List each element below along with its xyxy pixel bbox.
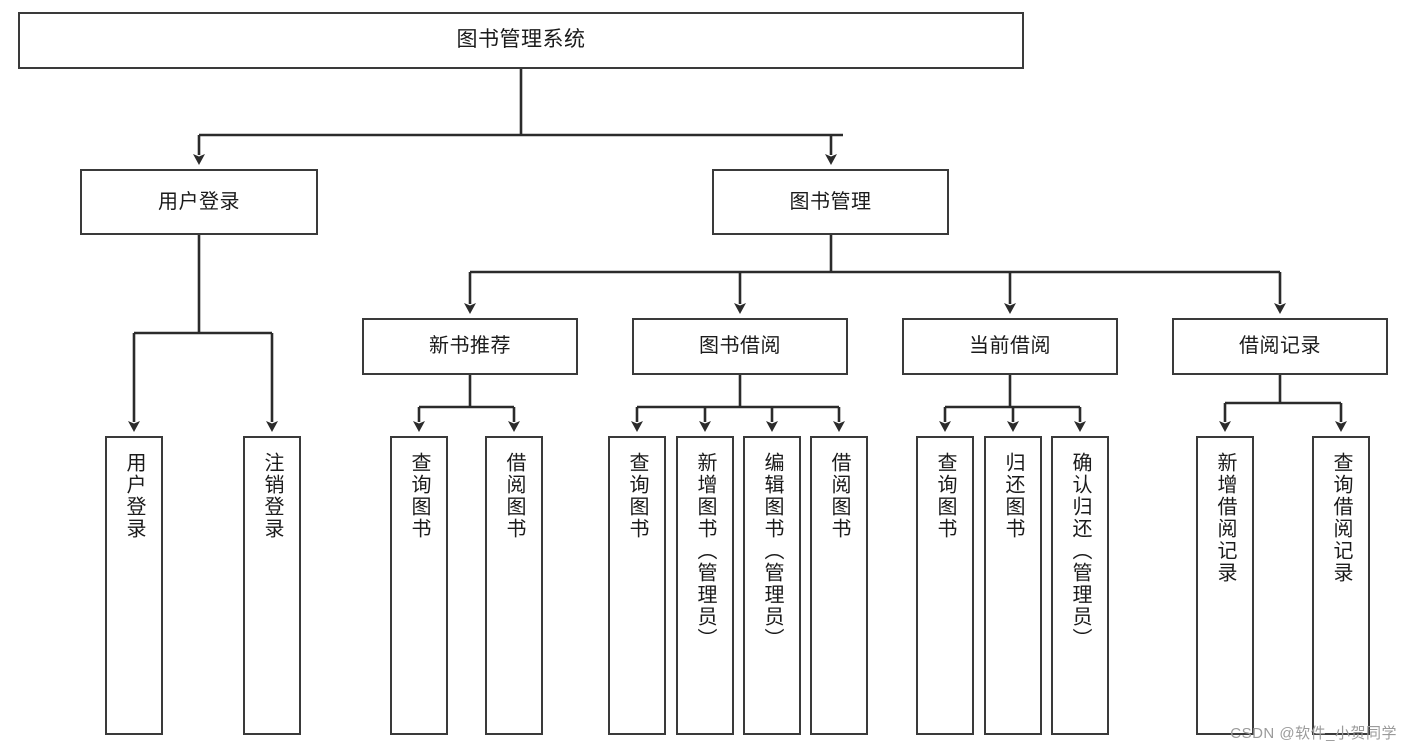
leaf-borrow-add-book-label: 新增图书（管理员）: [694, 452, 716, 650]
leaf-record-add-record-label: 新增借阅记录: [1214, 452, 1236, 584]
leaf-user-login[interactable]: 用户登录: [105, 436, 163, 735]
leaf-record-query-record[interactable]: 查询借阅记录: [1312, 436, 1370, 735]
leaf-user-login-label: 用户登录: [123, 452, 145, 540]
csdn-watermark: CSDN @软件_小贺同学: [1230, 725, 1397, 742]
leaf-borrow-edit-book-label: 编辑图书（管理员）: [761, 452, 783, 650]
leaf-borrow-borrow-book[interactable]: 借阅图书: [810, 436, 868, 735]
node-borrow-record[interactable]: 借阅记录: [1172, 318, 1388, 375]
leaf-borrow-query-book-label: 查询图书: [626, 452, 648, 540]
node-current-borrow-label: 当前借阅: [969, 335, 1051, 357]
leaf-user-logout-label: 注销登录: [261, 452, 283, 540]
node-book-management[interactable]: 图书管理: [712, 169, 949, 235]
leaf-borrow-edit-book[interactable]: 编辑图书（管理员）: [743, 436, 801, 735]
leaf-record-add-record[interactable]: 新增借阅记录: [1196, 436, 1254, 735]
leaf-newbook-borrow-book-label: 借阅图书: [503, 452, 525, 540]
node-borrow-record-label: 借阅记录: [1239, 335, 1321, 357]
node-user-login[interactable]: 用户登录: [80, 169, 318, 235]
node-book-management-label: 图书管理: [789, 190, 872, 213]
leaf-current-confirm-return[interactable]: 确认归还（管理员）: [1051, 436, 1109, 735]
node-new-book-recommend[interactable]: 新书推荐: [362, 318, 578, 375]
leaf-newbook-query-book[interactable]: 查询图书: [390, 436, 448, 735]
node-new-book-recommend-label: 新书推荐: [429, 335, 511, 357]
node-book-borrow[interactable]: 图书借阅: [632, 318, 848, 375]
node-root-label: 图书管理系统: [456, 28, 586, 52]
node-book-borrow-label: 图书借阅: [699, 335, 781, 357]
leaf-current-query-book[interactable]: 查询图书: [916, 436, 974, 735]
leaf-current-confirm-return-label: 确认归还（管理员）: [1069, 452, 1091, 650]
node-user-login-label: 用户登录: [158, 190, 240, 213]
leaf-newbook-query-book-label: 查询图书: [408, 452, 430, 540]
leaf-current-return-book-label: 归还图书: [1002, 452, 1024, 540]
node-current-borrow[interactable]: 当前借阅: [902, 318, 1118, 375]
leaf-current-query-book-label: 查询图书: [934, 452, 956, 540]
leaf-newbook-borrow-book[interactable]: 借阅图书: [485, 436, 543, 735]
leaf-borrow-add-book[interactable]: 新增图书（管理员）: [676, 436, 734, 735]
leaf-record-query-record-label: 查询借阅记录: [1330, 452, 1352, 584]
leaf-borrow-query-book[interactable]: 查询图书: [608, 436, 666, 735]
leaf-current-return-book[interactable]: 归还图书: [984, 436, 1042, 735]
leaf-borrow-borrow-book-label: 借阅图书: [828, 452, 850, 540]
leaf-user-logout[interactable]: 注销登录: [243, 436, 301, 735]
node-root[interactable]: 图书管理系统: [18, 12, 1024, 69]
